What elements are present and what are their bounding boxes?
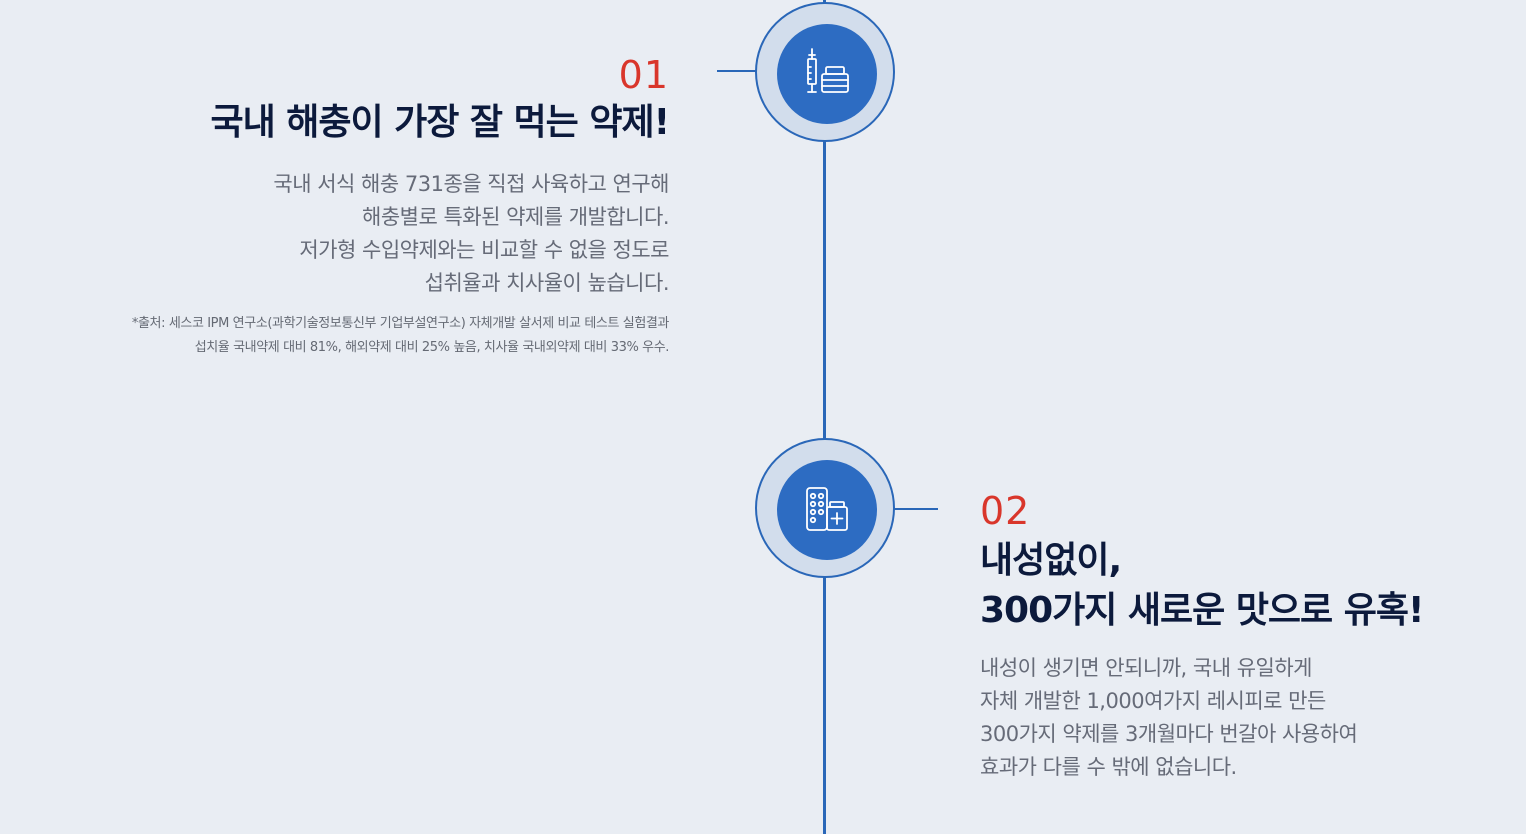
- timeline-node: [755, 438, 895, 578]
- timeline-line: [823, 0, 826, 834]
- item-source-note: *출처: 세스코 IPM 연구소(과학기술정보통신부 기업부설연구소) 자체개발…: [131, 316, 670, 355]
- feature-item-01: 01 국내 해충이 가장 잘 먹는 약제! 국내 서식 해충 731종을 직접 …: [131, 52, 670, 360]
- feature-item-02: 02 내성없이, 300가지 새로운 맛으로 유혹! 내성이 생기면 안되니까,…: [980, 488, 1424, 784]
- item-heading: 내성없이, 300가지 새로운 맛으로 유혹!: [980, 540, 1424, 631]
- syringe-and-medicine-jar-icon: [777, 24, 877, 124]
- pill-pack-and-medicine-bottle-icon: [777, 460, 877, 560]
- item-number: 01: [618, 53, 669, 97]
- timeline-connector: [717, 70, 777, 72]
- item-description: 국내 서식 해충 731종을 직접 사육하고 연구해 해충별로 특화된 약제를 …: [273, 172, 669, 295]
- timeline-node: [755, 2, 895, 142]
- item-number: 02: [980, 489, 1031, 533]
- item-heading: 국내 해충이 가장 잘 먹는 약제!: [210, 102, 670, 143]
- timeline-connector: [878, 508, 938, 510]
- item-description: 내성이 생기면 안되니까, 국내 유일하게 자체 개발한 1,000여가지 레시…: [980, 656, 1358, 779]
